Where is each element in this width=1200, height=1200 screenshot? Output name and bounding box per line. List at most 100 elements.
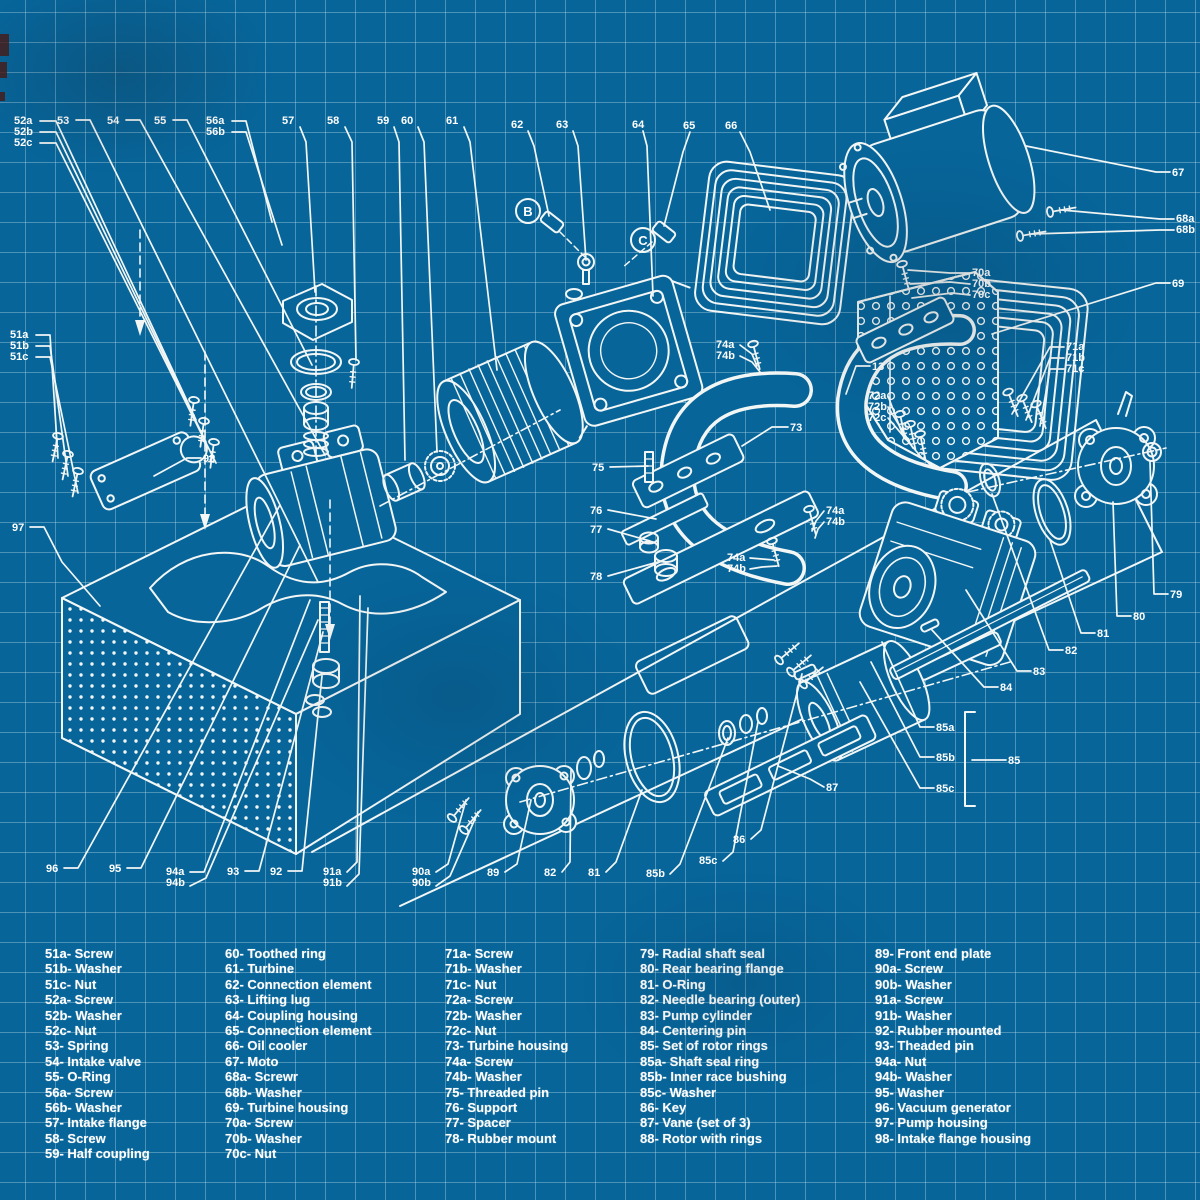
leader-line	[845, 365, 871, 395]
leader-line	[1031, 229, 1175, 235]
callout-label-96: 96	[46, 863, 58, 875]
oil-cooler-drawing	[694, 160, 856, 326]
legend-item-72c: 72c- Nut	[445, 1023, 497, 1039]
paper-blemish	[0, 92, 5, 101]
callout-label-84: 84	[1000, 682, 1013, 694]
vacuum-generator-drawing	[245, 424, 397, 569]
callout-label-58: 58	[327, 115, 339, 127]
leader-line	[870, 661, 935, 758]
callout-label-64: 64	[632, 119, 645, 131]
legend-item-95: 95- Washer	[875, 1084, 944, 1100]
leader-line	[907, 269, 971, 274]
leader-line	[669, 737, 729, 875]
leader-line	[750, 673, 803, 840]
callout-label-85b: 85b	[646, 868, 665, 880]
callout-label-80: 80	[1133, 611, 1145, 623]
leader-line	[189, 599, 311, 873]
legend-item-74b: 74b- Washer	[445, 1069, 522, 1085]
legend-item-67: 67- Moto	[225, 1053, 279, 1069]
legend-item-59: 59- Half coupling	[45, 1146, 150, 1162]
callout-label-82: 82	[544, 867, 556, 879]
leader-line	[965, 589, 1032, 672]
legend-item-64: 64- Coupling housing	[225, 1007, 358, 1023]
rotor-rings-bracket	[964, 711, 976, 807]
callout-label-57: 57	[282, 115, 294, 127]
leader-line	[35, 345, 69, 477]
legend-item-66: 66- Oil cooler	[225, 1038, 308, 1054]
legend-item-87: 87- Vane (set of 3)	[640, 1115, 751, 1131]
leader-line	[153, 457, 202, 477]
leader-line	[393, 126, 406, 461]
leader-line	[346, 607, 369, 887]
paper-blemish	[0, 62, 7, 78]
callout-label-73: 73	[790, 422, 802, 434]
legend-item-86: 86- Key	[640, 1100, 687, 1116]
callout-label-62: 62	[511, 119, 523, 131]
leader-line	[1025, 145, 1171, 173]
legend-item-78: 78- Rubber mount	[445, 1130, 557, 1146]
callout-label-92: 92	[270, 866, 282, 878]
legend-item-60: 60- Toothed ring	[225, 946, 326, 961]
callout-label-86: 86	[733, 834, 745, 846]
leader-line	[605, 789, 643, 873]
legend-item-58: 58- Screw	[45, 1130, 106, 1146]
legend-item-53: 53- Spring	[45, 1038, 109, 1054]
leader-line	[777, 765, 825, 788]
legend-item-94b: 94b- Washer	[875, 1069, 952, 1085]
callout-label-65: 65	[683, 120, 695, 132]
motor-drawing	[838, 72, 1036, 264]
leader-line	[126, 544, 301, 869]
leader-line	[991, 282, 1171, 335]
legend-item-56b: 56b- Washer	[45, 1100, 122, 1116]
leader-line	[1049, 539, 1096, 634]
leader-line	[607, 509, 657, 520]
leader-line	[29, 526, 101, 607]
legend-item-61: 61- Turbine	[225, 961, 295, 977]
leader-line	[346, 595, 361, 873]
legend-item-57: 57- Intake flange	[45, 1115, 147, 1131]
callout-label-63: 63	[556, 119, 568, 131]
legend-item-51b: 51b- Washer	[45, 961, 122, 977]
legend-item-74a: 74a- Screw	[445, 1053, 513, 1069]
callout-label-76: 76	[590, 505, 602, 517]
legend-item-91b: 91b- Washer	[875, 1007, 952, 1023]
intake-flange-housing-drawing	[89, 431, 208, 511]
legend-item-91a: 91a- Screw	[875, 992, 943, 1008]
callout-label-98: 98	[203, 453, 215, 465]
callout-label-75: 75	[592, 462, 604, 474]
support-parts-drawing	[620, 451, 709, 577]
callout-label-13: 13	[872, 361, 884, 373]
leader-line	[739, 344, 758, 367]
legend-item-90b: 90b- Washer	[875, 976, 952, 992]
legend-item-69: 69- Turbine housing	[225, 1100, 349, 1116]
legend-item-55: 55- O-Ring	[45, 1069, 111, 1085]
callout-label-95: 95	[109, 863, 121, 875]
leader-line	[859, 681, 935, 789]
connection-element-drawing	[539, 210, 677, 269]
leader-line	[749, 565, 778, 570]
paper-blemish	[0, 34, 9, 56]
callout-label-85a: 85a	[936, 722, 955, 734]
leader-line	[125, 119, 326, 456]
legend-item-76: 76- Support	[445, 1100, 518, 1116]
leader-line	[561, 769, 572, 873]
callout-label-60: 60	[401, 115, 413, 127]
legend-item-72a: 72a- Screw	[445, 992, 513, 1008]
leader-line	[39, 131, 207, 443]
leader-line	[231, 120, 273, 223]
legend-item-54: 54- Intake valve	[45, 1053, 142, 1069]
leader-line	[609, 465, 649, 468]
